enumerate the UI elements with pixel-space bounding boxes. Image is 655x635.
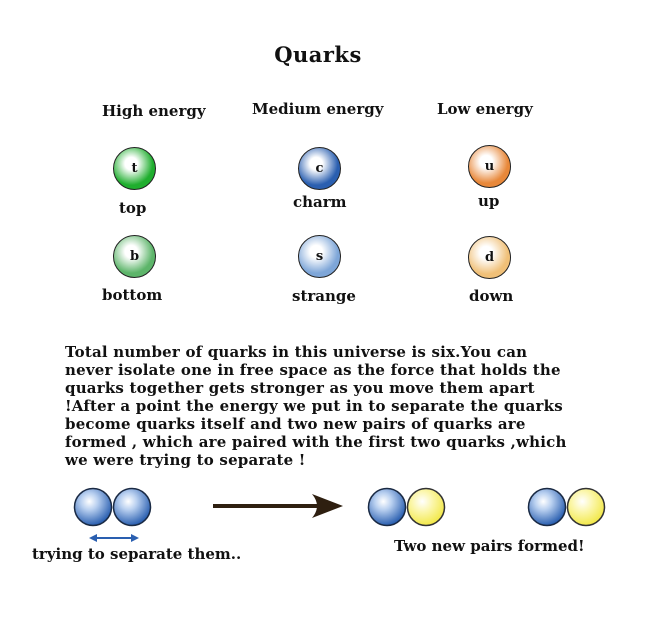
quark-up-label: up <box>478 192 500 210</box>
quark-strange-label: strange <box>292 287 356 305</box>
quark-charm-ball: c <box>298 147 341 190</box>
heading-medium-energy: Medium energy <box>252 100 384 118</box>
heading-low-energy: Low energy <box>437 100 533 118</box>
quark-ball-pair2-blue <box>527 487 567 527</box>
quark-bottom-ball: b <box>113 235 156 278</box>
heading-high-energy: High energy <box>102 102 206 120</box>
separation-illustration <box>73 487 606 542</box>
quark-down-label: down <box>469 287 514 305</box>
right-caption: Two new pairs formed! <box>394 537 585 555</box>
explanation-paragraph: Total number of quarks in this universe … <box>65 343 567 469</box>
left-caption: trying to separate them.. <box>32 545 242 563</box>
quark-top-label: top <box>119 199 147 217</box>
quark-bottom-label: bottom <box>102 286 163 304</box>
double-arrow-icon <box>89 534 139 542</box>
quark-ball-left-2 <box>112 487 152 527</box>
quark-ball-pair2-yellow <box>566 487 606 527</box>
quark-ball-pair1-yellow <box>406 487 446 527</box>
quark-strange-ball: s <box>298 235 341 278</box>
quark-up-ball: u <box>468 145 511 188</box>
quark-charm-label: charm <box>293 193 347 211</box>
quark-top-ball: t <box>113 147 156 190</box>
quark-ball-left-1 <box>73 487 113 527</box>
page-title: Quarks <box>274 42 362 67</box>
quark-ball-pair1-blue <box>367 487 407 527</box>
quark-down-ball: d <box>468 236 511 279</box>
right-arrow-icon <box>213 494 343 518</box>
